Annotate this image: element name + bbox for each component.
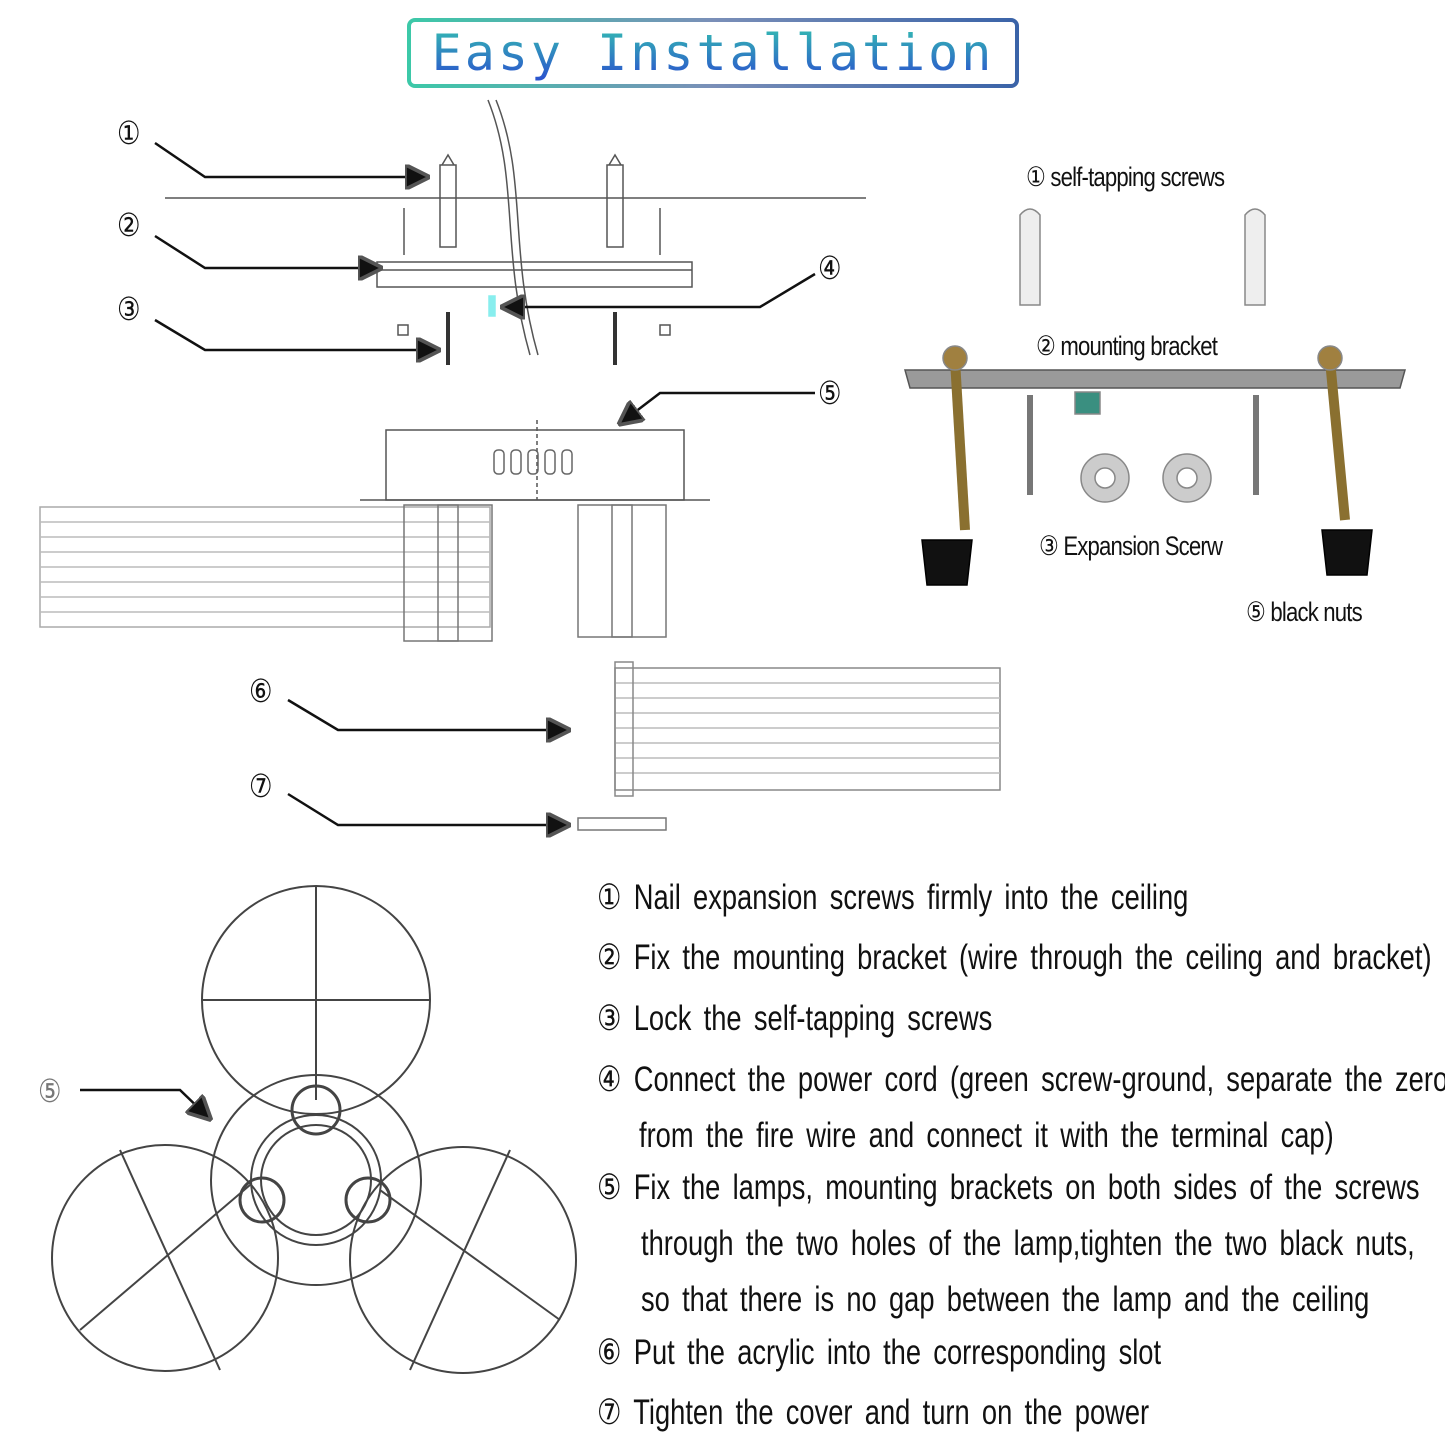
bottom-view-drawing — [51, 885, 577, 1374]
step-1: ① Nail expansion screws firmly into the … — [597, 878, 1189, 917]
marker-4: ④ — [818, 250, 842, 286]
step-4: ④ Connect the power cord (green screw-gr… — [597, 1060, 1445, 1099]
mounting-bracket-drawing — [376, 261, 693, 288]
cover-drawing — [577, 817, 667, 831]
marker-5: ⑤ — [818, 375, 842, 411]
step-2: ② Fix the mounting bracket (wire through… — [597, 938, 1432, 977]
step-4-cont: from the fire wire and connect it with t… — [639, 1116, 1334, 1155]
expansion-anchor-right — [606, 153, 624, 248]
step-5: ⑤ Fix the lamps, mounting brackets on bo… — [597, 1168, 1420, 1207]
marker-5-bottom: ⑤ — [38, 1073, 62, 1109]
label-expansion-screw: ③ Expansion Scerw — [1039, 531, 1223, 561]
marker-3: ③ — [117, 291, 141, 327]
step-6: ⑥ Put the acrylic into the corresponding… — [597, 1333, 1162, 1372]
marker-2: ② — [117, 207, 141, 243]
title-banner: Easy Installation — [407, 18, 1019, 88]
expansion-anchor-left — [439, 153, 457, 248]
step-7: ⑦ Tighten the cover and turn on the powe… — [597, 1393, 1150, 1432]
label-self-tapping-screws: ① self-tapping screws — [1026, 162, 1225, 192]
label-black-nuts: ⑤ black nuts — [1246, 597, 1363, 627]
marker-1: ① — [117, 115, 141, 151]
page-title: Easy Installation — [411, 22, 1015, 84]
step-5-cont-2: so that there is no gap between the lamp… — [641, 1280, 1370, 1319]
step-3: ③ Lock the self-tapping screws — [597, 999, 993, 1038]
hardware-photo — [904, 208, 1406, 586]
step-5-cont-1: through the two holes of the lamp,tighte… — [641, 1224, 1415, 1263]
marker-6: ⑥ — [249, 673, 273, 709]
acrylic-drawing — [614, 667, 1001, 791]
marker-7: ⑦ — [249, 768, 273, 804]
label-mounting-bracket: ② mounting bracket — [1036, 331, 1218, 361]
